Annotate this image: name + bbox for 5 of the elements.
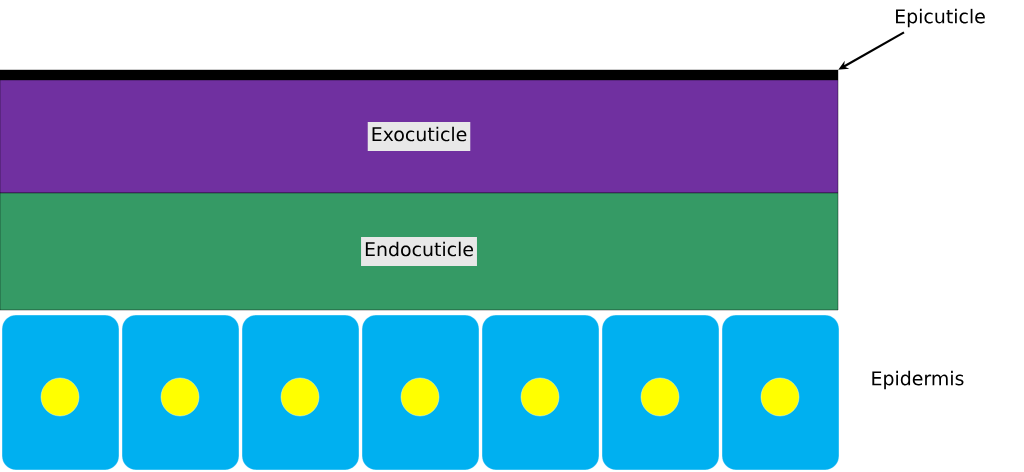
epicuticle-band bbox=[0, 69, 839, 81]
layer-band: Exocuticle bbox=[0, 79, 839, 194]
layer-band: Endocuticle bbox=[0, 192, 839, 311]
layer-label: Epidermis bbox=[872, 370, 964, 390]
layer-label: Epicuticle bbox=[896, 8, 985, 28]
